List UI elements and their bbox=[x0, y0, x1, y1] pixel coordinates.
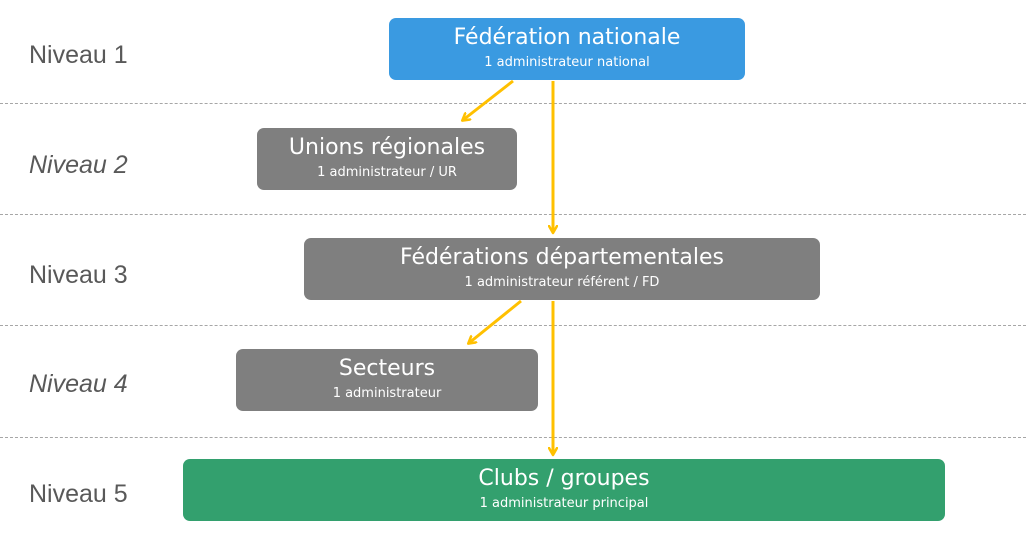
node-secteurs-subtitle: 1 administrateur bbox=[332, 386, 442, 401]
arrow-departementales-to-secteurs bbox=[469, 299, 522, 343]
level-3-label: Niveau 3 bbox=[29, 261, 128, 289]
node-unions-title: Unions régionales bbox=[288, 135, 486, 160]
divider-1-2 bbox=[0, 103, 1026, 104]
node-federation-title: Fédération nationale bbox=[453, 25, 681, 50]
divider-2-3 bbox=[0, 214, 1026, 215]
level-5-label: Niveau 5 bbox=[29, 480, 128, 508]
node-clubs-title: Clubs / groupes bbox=[478, 466, 650, 491]
node-federations-departementales: Fédérations départementales 1 administra… bbox=[304, 238, 820, 300]
divider-4-5 bbox=[0, 437, 1026, 438]
divider-3-4 bbox=[0, 325, 1026, 326]
node-unions-regionales: Unions régionales 1 administrateur / UR bbox=[257, 128, 517, 190]
node-clubs-groupes: Clubs / groupes 1 administrateur princip… bbox=[183, 459, 945, 521]
node-clubs-subtitle: 1 administrateur principal bbox=[479, 496, 649, 511]
node-secteurs: Secteurs 1 administrateur bbox=[236, 349, 538, 411]
arrow-federation-to-unions bbox=[463, 79, 514, 120]
node-secteurs-title: Secteurs bbox=[338, 356, 436, 381]
node-departementales-title: Fédérations départementales bbox=[400, 245, 724, 270]
node-departementales-subtitle: 1 administrateur référent / FD bbox=[464, 275, 660, 290]
level-4-label: Niveau 4 bbox=[29, 370, 128, 398]
node-unions-subtitle: 1 administrateur / UR bbox=[317, 165, 457, 180]
level-1-label: Niveau 1 bbox=[29, 41, 128, 69]
node-federation-subtitle: 1 administrateur national bbox=[484, 55, 650, 70]
node-federation-nationale: Fédération nationale 1 administrateur na… bbox=[389, 18, 745, 80]
level-2-label: Niveau 2 bbox=[29, 151, 128, 179]
